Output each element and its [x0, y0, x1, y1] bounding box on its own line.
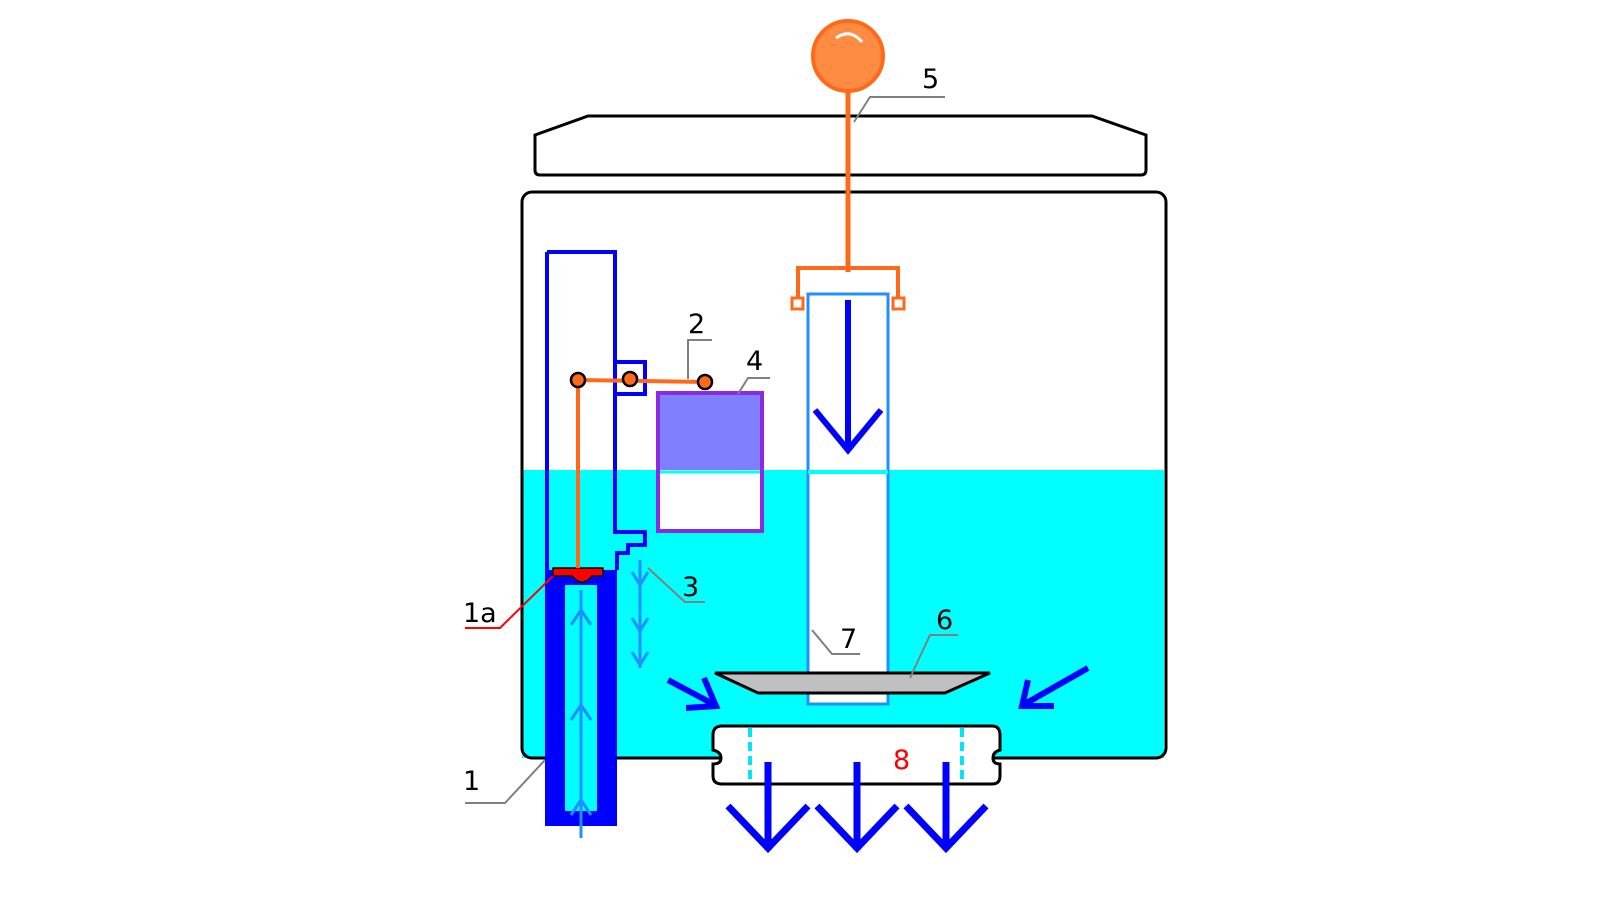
label-6: 6 — [936, 605, 953, 636]
outflow-arrows — [725, 762, 989, 854]
leader-line-4 — [737, 377, 770, 395]
inflow-arrow-left — [666, 677, 717, 708]
leader-line-1a — [465, 575, 554, 629]
label-5: 5 — [922, 64, 939, 95]
inlet-flow-chevron — [569, 702, 593, 721]
inflow-arrowhead-right — [1018, 679, 1054, 709]
leader-line-6 — [909, 634, 958, 679]
lever-pivot — [696, 373, 714, 391]
flush-tube — [806, 292, 890, 706]
tube-flow-arrowhead — [812, 408, 884, 455]
label-3: 3 — [682, 572, 699, 603]
float-lever-arm — [577, 378, 706, 384]
flush-knob-highlight — [835, 32, 864, 44]
refill-flow-chevron — [630, 651, 650, 668]
label-2: 2 — [688, 309, 705, 340]
valve-housing — [545, 250, 647, 570]
flush-bracket — [796, 266, 900, 304]
inflow-arrowhead-left — [685, 676, 721, 711]
lever-pivot — [621, 370, 639, 388]
inlet-flow-chevron — [569, 797, 593, 816]
bracket-foot — [891, 296, 906, 311]
label-8: 8 — [893, 745, 910, 776]
leader-line-2 — [687, 339, 712, 379]
refill-flow-chevron — [630, 571, 650, 588]
flush-valve-disc — [714, 671, 991, 695]
label-4: 4 — [746, 346, 763, 377]
leader-line-1 — [465, 759, 546, 804]
inflow-arrow-right — [1021, 665, 1090, 708]
leader-line-3 — [647, 567, 705, 603]
flush-knob — [811, 19, 885, 93]
inlet-flow-chevron — [569, 607, 593, 626]
label-1: 1 — [463, 766, 480, 797]
label-1a: 1a — [463, 598, 497, 629]
leader-line-7 — [811, 629, 860, 655]
bracket-foot — [790, 296, 805, 311]
leader-line-5 — [853, 96, 945, 123]
lever-pivot — [569, 371, 587, 389]
pivot-bracket — [613, 360, 647, 396]
refill-flow-chevron — [630, 617, 650, 634]
valve-seal — [552, 567, 604, 583]
tank-lid — [533, 114, 1148, 177]
float-box-upper — [660, 395, 760, 470]
label-7: 7 — [840, 624, 857, 655]
outlet-fitting — [711, 724, 1002, 786]
